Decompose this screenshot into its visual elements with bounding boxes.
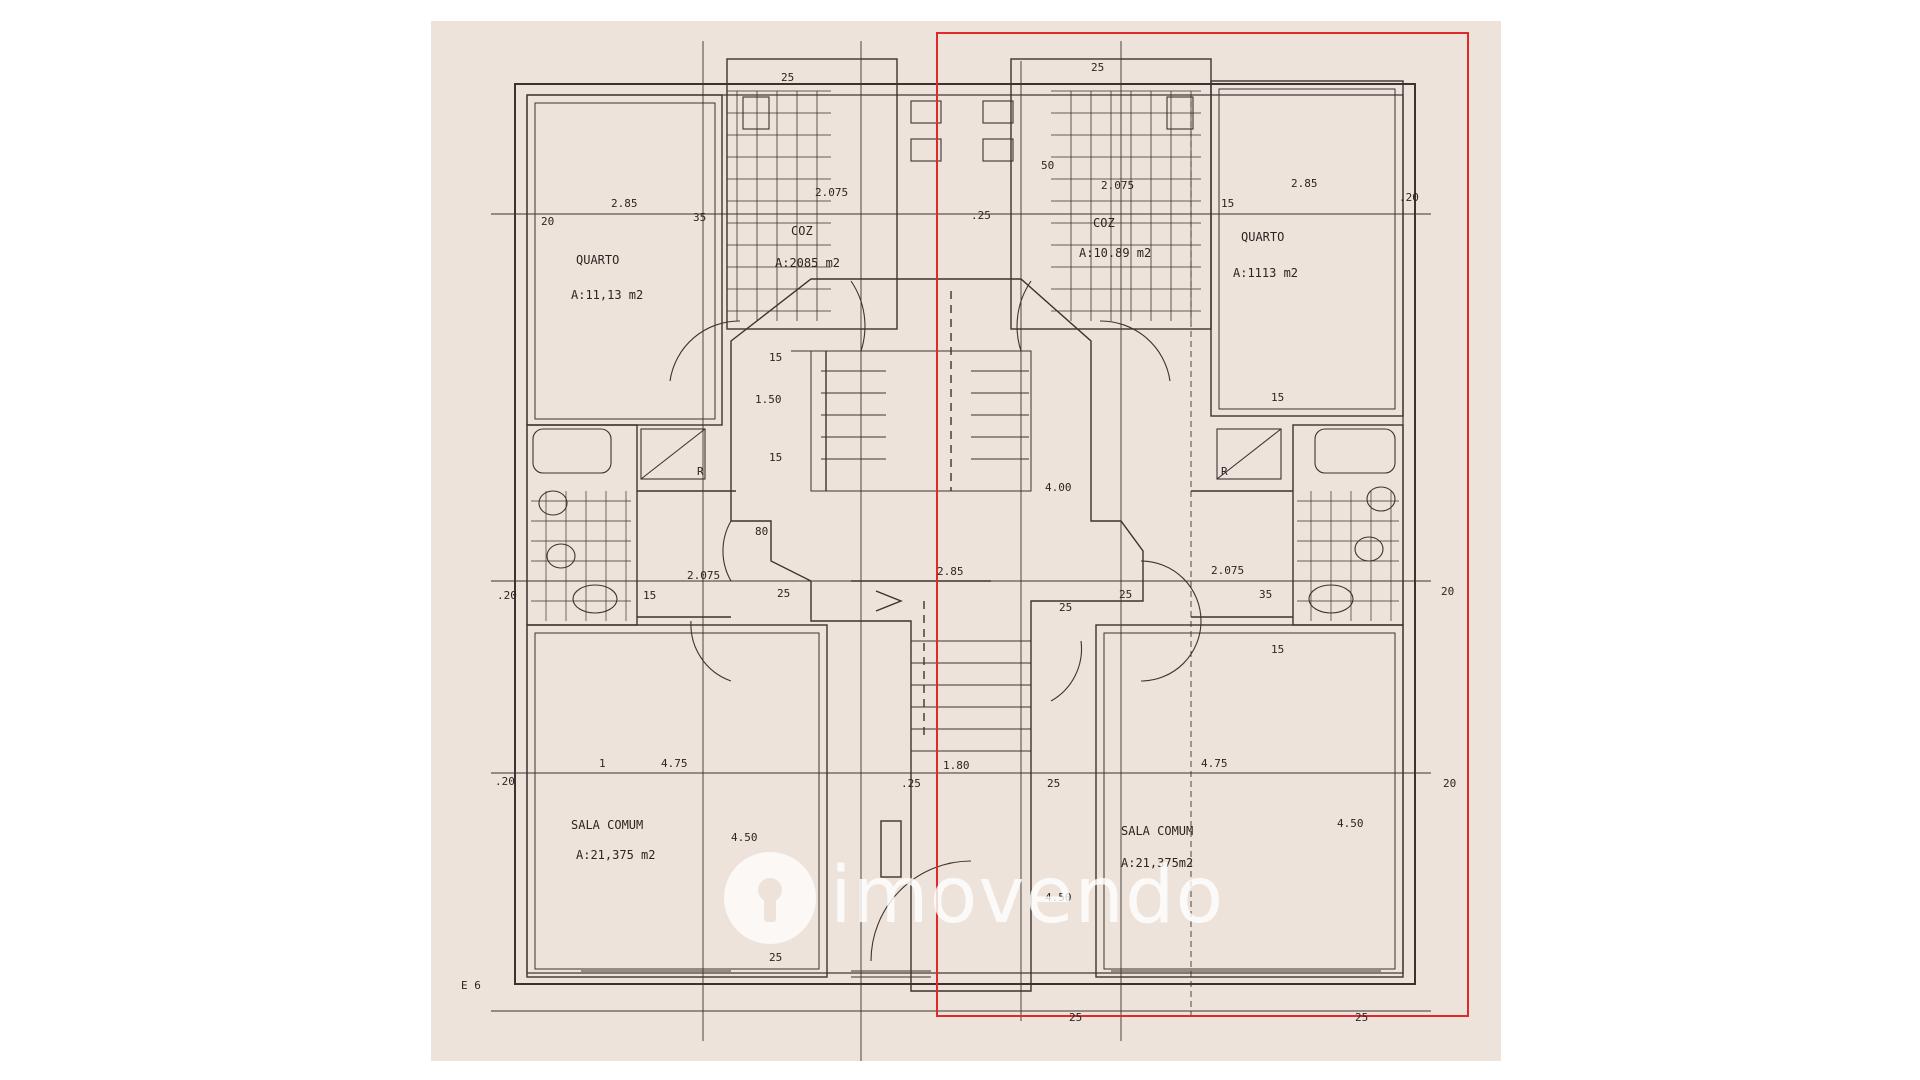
dim-2-075-left: 2.075 — [815, 186, 848, 199]
dim-mid-25-a: 25 — [777, 587, 790, 600]
coz-left-area: A:2085 m2 — [775, 256, 840, 270]
keyhole-icon — [724, 852, 816, 944]
dim-mid-15-left: 15 — [643, 589, 656, 602]
dim-v-150: 1.50 — [755, 393, 782, 406]
tick-1: 1 — [599, 757, 606, 770]
watermark: imovendo — [720, 848, 1240, 958]
door-swings — [669, 280, 1202, 962]
dim-15-right: 15 — [1221, 197, 1234, 210]
dim-v-80: 80 — [755, 525, 768, 538]
dim-2-85-left: 2.85 — [611, 197, 638, 210]
dim-v-50: 50 — [1041, 159, 1054, 172]
floor-plan: QUARTO A:11,13 m2 COZ A:2085 m2 SALA COM… — [461, 32, 1469, 1061]
dim-mid-25-b: 25 — [1119, 588, 1132, 601]
dim-mid-20-left: .20 — [497, 589, 517, 602]
coz-right-name: COZ — [1093, 216, 1115, 230]
windows — [581, 970, 1381, 978]
dim-mid-2-85: 2.85 — [937, 565, 964, 578]
coz-left-name: COZ — [791, 224, 813, 238]
dim-35-left: 35 — [693, 211, 706, 224]
dim-20-left: 20 — [541, 215, 554, 228]
sala-right-area: A:21,375m2 — [1121, 856, 1193, 870]
bath-fixtures — [532, 428, 1396, 614]
bathroom-tiles — [531, 491, 1399, 621]
dim-sala-25-b: 25 — [1047, 777, 1060, 790]
dim-mid-2-075-left: 2.075 — [687, 569, 720, 582]
bath-r-left: R — [697, 465, 704, 478]
dim-bottom-25-a: 25 — [769, 951, 782, 964]
dim-v-4-50-left: 4.50 — [731, 831, 758, 844]
quarto-left-name: QUARTO — [576, 253, 619, 267]
dim-25-col-right: 25 — [1091, 61, 1104, 74]
dim-2-85-right: 2.85 — [1291, 177, 1318, 190]
dim-mid-35-right: 35 — [1259, 588, 1272, 601]
dim-v-400: 4.00 — [1045, 481, 1072, 494]
dim-sala-20-left: .20 — [495, 775, 515, 788]
dimension-lines — [491, 41, 1431, 1061]
quarto-right-area: A:1113 m2 — [1233, 266, 1298, 280]
dim-v-4-50-mid: 4.50 — [1045, 891, 1072, 904]
edge-label: E 6 — [461, 979, 481, 992]
dim-bottom-25-c: 25 — [1355, 1011, 1368, 1024]
dim-20-right: .20 — [1399, 191, 1419, 204]
dim-sala-4-75-right: 4.75 — [1201, 757, 1228, 770]
coz-right-area: A:10.89 m2 — [1079, 246, 1151, 260]
dim-25-col-left: 25 — [781, 71, 794, 84]
kitchen-appliances — [742, 96, 1194, 162]
right-unit-walls — [1010, 58, 1404, 978]
dim-sala-20-right: 20 — [1443, 777, 1456, 790]
dim-2-075-right: 2.075 — [1101, 179, 1134, 192]
dim-v-15-d: 15 — [1271, 643, 1284, 656]
stair-core — [730, 278, 1144, 992]
bath-r-right: R — [1221, 465, 1228, 478]
left-unit-walls — [526, 58, 898, 978]
quarto-right-name: QUARTO — [1241, 230, 1284, 244]
dim-v-15-b: 15 — [769, 451, 782, 464]
watermark-brand: imovendo — [830, 851, 1225, 941]
right-kitchen-tiles — [1051, 90, 1201, 321]
dim-v-15-a: 15 — [769, 351, 782, 364]
quarto-left-area: A:11,13 m2 — [571, 288, 643, 302]
dim-sala-1-80: 1.80 — [943, 759, 970, 772]
dim-mid-20-right: 20 — [1441, 585, 1454, 598]
sala-right-name: SALA COMUM — [1121, 824, 1193, 838]
dim-mid-2-075-right: 2.075 — [1211, 564, 1244, 577]
dim-sala-4-75-left: 4.75 — [661, 757, 688, 770]
left-kitchen-tiles — [727, 90, 831, 321]
dim-mid-25-c: 25 — [1059, 601, 1072, 614]
dim-v-15-c: 15 — [1271, 391, 1284, 404]
dim-bottom-25-b: 25 — [1069, 1011, 1082, 1024]
highlight-frame — [936, 32, 1469, 1017]
sala-left-area: A:21,375 m2 — [576, 848, 655, 862]
dim-25-top-mid: .25 — [971, 209, 991, 222]
sala-left-name: SALA COMUM — [571, 818, 643, 832]
dim-v-4-50-right: 4.50 — [1337, 817, 1364, 830]
dim-sala-25-a: .25 — [901, 777, 921, 790]
